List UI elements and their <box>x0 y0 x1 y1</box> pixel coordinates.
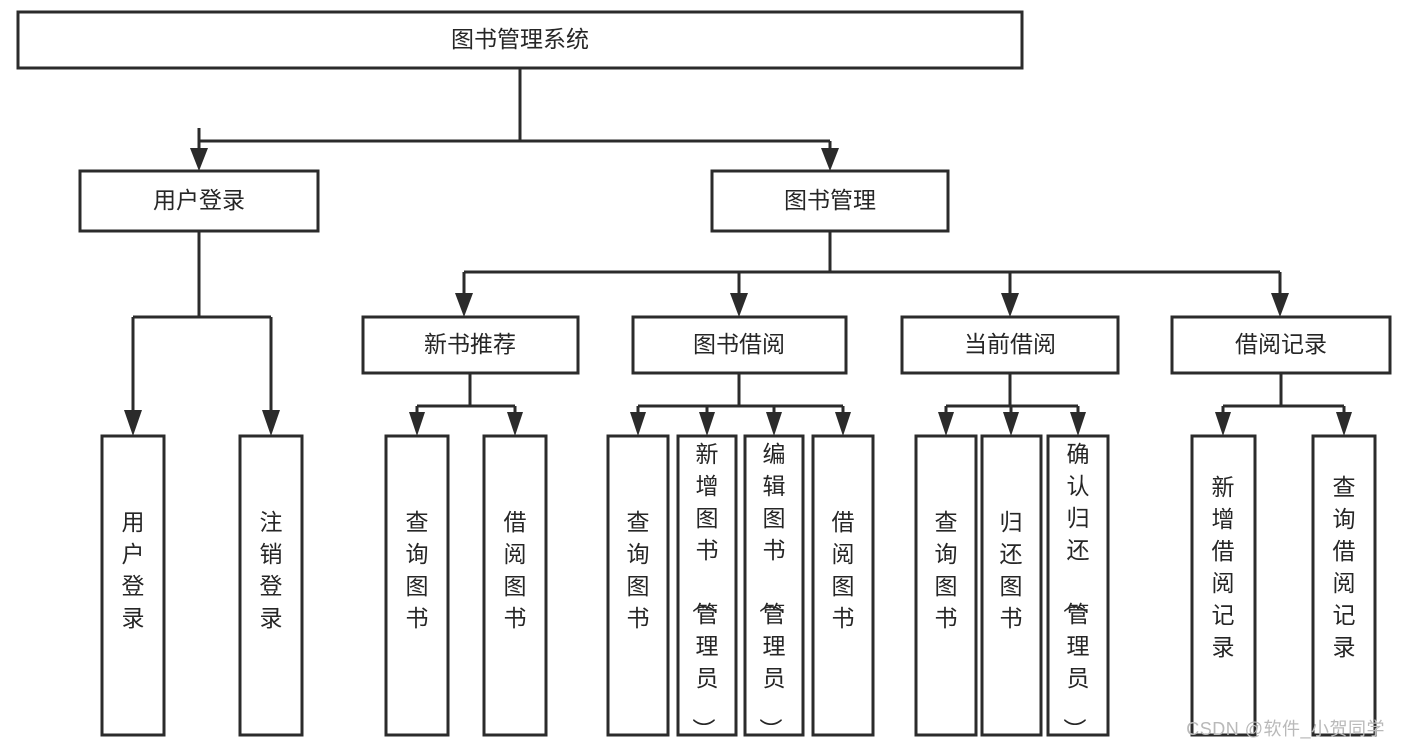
leaf-node-edit-book-admin[interactable]: 编辑图书（管理员） <box>743 434 805 741</box>
node-label-book-borrow: 图书借阅 <box>693 331 785 357</box>
leaf-label-edit-book-admin: 编辑图书（管理员） <box>758 441 786 741</box>
arrow-head-leaf-add-record <box>1215 412 1231 436</box>
leaf-node-query-borrow-record[interactable]: 查询借阅记录 <box>1311 434 1377 737</box>
leaf-node-logout[interactable]: 注销登录 <box>238 434 304 737</box>
leaf-label-logout: 注销登录 <box>260 509 283 631</box>
connector-layer <box>124 68 1352 436</box>
leaf-box-borrow-book-recommend <box>482 434 548 737</box>
leaf-label-query-borrow-record: 查询借阅记录 <box>1333 474 1356 660</box>
leaf-node-borrow-book-borrow[interactable]: 借阅图书 <box>811 434 875 737</box>
arrow-head-current-borrow <box>1001 293 1019 317</box>
leaf-node-add-book-admin[interactable]: 新增图书（管理员） <box>676 434 738 741</box>
node-box-book-borrow <box>631 315 848 375</box>
leaf-box-query-borrow-record <box>1311 434 1377 737</box>
node-box-book-management <box>710 169 950 233</box>
leaf-node-confirm-return-admin[interactable]: 确认归还（管理员） <box>1046 434 1110 741</box>
node-borrow-record[interactable]: 借阅记录 <box>1170 315 1392 375</box>
leaf-box-user-login <box>100 434 166 737</box>
leaf-node-query-book-borrow[interactable]: 查询图书 <box>606 434 670 737</box>
node-box-current-borrow <box>900 315 1120 375</box>
node-label-root: 图书管理系统 <box>451 26 589 52</box>
leaf-label-query-book-borrow: 查询图书 <box>627 509 650 631</box>
arrow-head-leaf-logout <box>262 410 280 436</box>
node-box-borrow-record <box>1170 315 1392 375</box>
arrow-head-leaf-query-record <box>1336 412 1352 436</box>
leaf-node-borrow-book-recommend[interactable]: 借阅图书 <box>482 434 548 737</box>
arrow-head-leaf-edit-book <box>766 412 782 436</box>
node-root-book-management-system[interactable]: 图书管理系统 <box>16 10 1024 70</box>
leaf-label-query-book-current: 查询图书 <box>935 509 958 631</box>
arrow-head-user-login <box>190 148 208 171</box>
node-label-borrow-record: 借阅记录 <box>1235 331 1327 357</box>
arrow-head-leaf-add-book <box>699 412 715 436</box>
leaf-box-add-borrow-record <box>1190 434 1257 737</box>
arrow-head-borrow-record <box>1271 293 1289 317</box>
node-book-management[interactable]: 图书管理 <box>710 169 950 233</box>
leaf-label-borrow-book-recommend: 借阅图书 <box>504 509 527 631</box>
leaf-box-confirm-return-admin <box>1046 434 1110 737</box>
leaf-node-query-book-recommend[interactable]: 查询图书 <box>384 434 450 737</box>
leaf-node-return-book[interactable]: 归还图书 <box>980 434 1043 737</box>
leaf-box-query-book-borrow <box>606 434 670 737</box>
leaf-box-logout <box>238 434 304 737</box>
arrow-head-leaf-borrow-book-2 <box>835 412 851 436</box>
node-box-root <box>16 10 1024 70</box>
leaf-box-add-book-admin <box>676 434 738 737</box>
node-new-book-recommend[interactable]: 新书推荐 <box>361 315 580 375</box>
arrow-head-leaf-query-book-3 <box>938 412 954 436</box>
arrow-head-leaf-user-login <box>124 410 142 436</box>
node-label-user-login: 用户登录 <box>153 187 245 213</box>
arrow-head-leaf-query-book-2 <box>630 412 646 436</box>
arrow-head-leaf-return-book <box>1003 412 1019 436</box>
arrow-head-leaf-borrow-book-1 <box>507 412 523 436</box>
leaf-node-user-login[interactable]: 用户登录 <box>100 434 166 737</box>
node-current-borrow[interactable]: 当前借阅 <box>900 315 1120 375</box>
leaf-label-query-book-recommend: 查询图书 <box>406 509 429 631</box>
node-label-book-management: 图书管理 <box>784 187 876 213</box>
node-user-login[interactable]: 用户登录 <box>78 169 320 233</box>
leaf-label-borrow-book-borrow: 借阅图书 <box>832 509 855 631</box>
leaf-node-add-borrow-record[interactable]: 新增借阅记录 <box>1190 434 1257 737</box>
leaf-box-borrow-book-borrow <box>811 434 875 737</box>
arrow-head-leaf-query-book-1 <box>409 412 425 436</box>
leaf-box-query-book-recommend <box>384 434 450 737</box>
node-label-new-book-recommend: 新书推荐 <box>424 331 516 357</box>
leaf-label-add-borrow-record: 新增借阅记录 <box>1212 474 1235 660</box>
node-book-borrow[interactable]: 图书借阅 <box>631 315 848 375</box>
leaf-box-return-book <box>980 434 1043 737</box>
leaf-node-query-book-current[interactable]: 查询图书 <box>914 434 978 737</box>
node-box-user-login <box>78 169 320 233</box>
arrow-head-new-book-rec <box>455 293 473 317</box>
leaf-box-edit-book-admin <box>743 434 805 737</box>
leaf-label-confirm-return-admin: 确认归还（管理员） <box>1062 441 1090 741</box>
leaf-label-user-login: 用户登录 <box>122 509 145 631</box>
leaf-label-return-book: 归还图书 <box>1000 509 1023 631</box>
arrow-head-book-mgmt <box>821 148 839 171</box>
arrow-head-leaf-confirm-return <box>1070 412 1086 436</box>
arrow-head-book-borrow <box>730 293 748 317</box>
leaf-box-query-book-current <box>914 434 978 737</box>
node-label-current-borrow: 当前借阅 <box>964 331 1056 357</box>
leaf-label-add-book-admin: 新增图书（管理员） <box>691 441 719 741</box>
node-box-new-book-recommend <box>361 315 580 375</box>
